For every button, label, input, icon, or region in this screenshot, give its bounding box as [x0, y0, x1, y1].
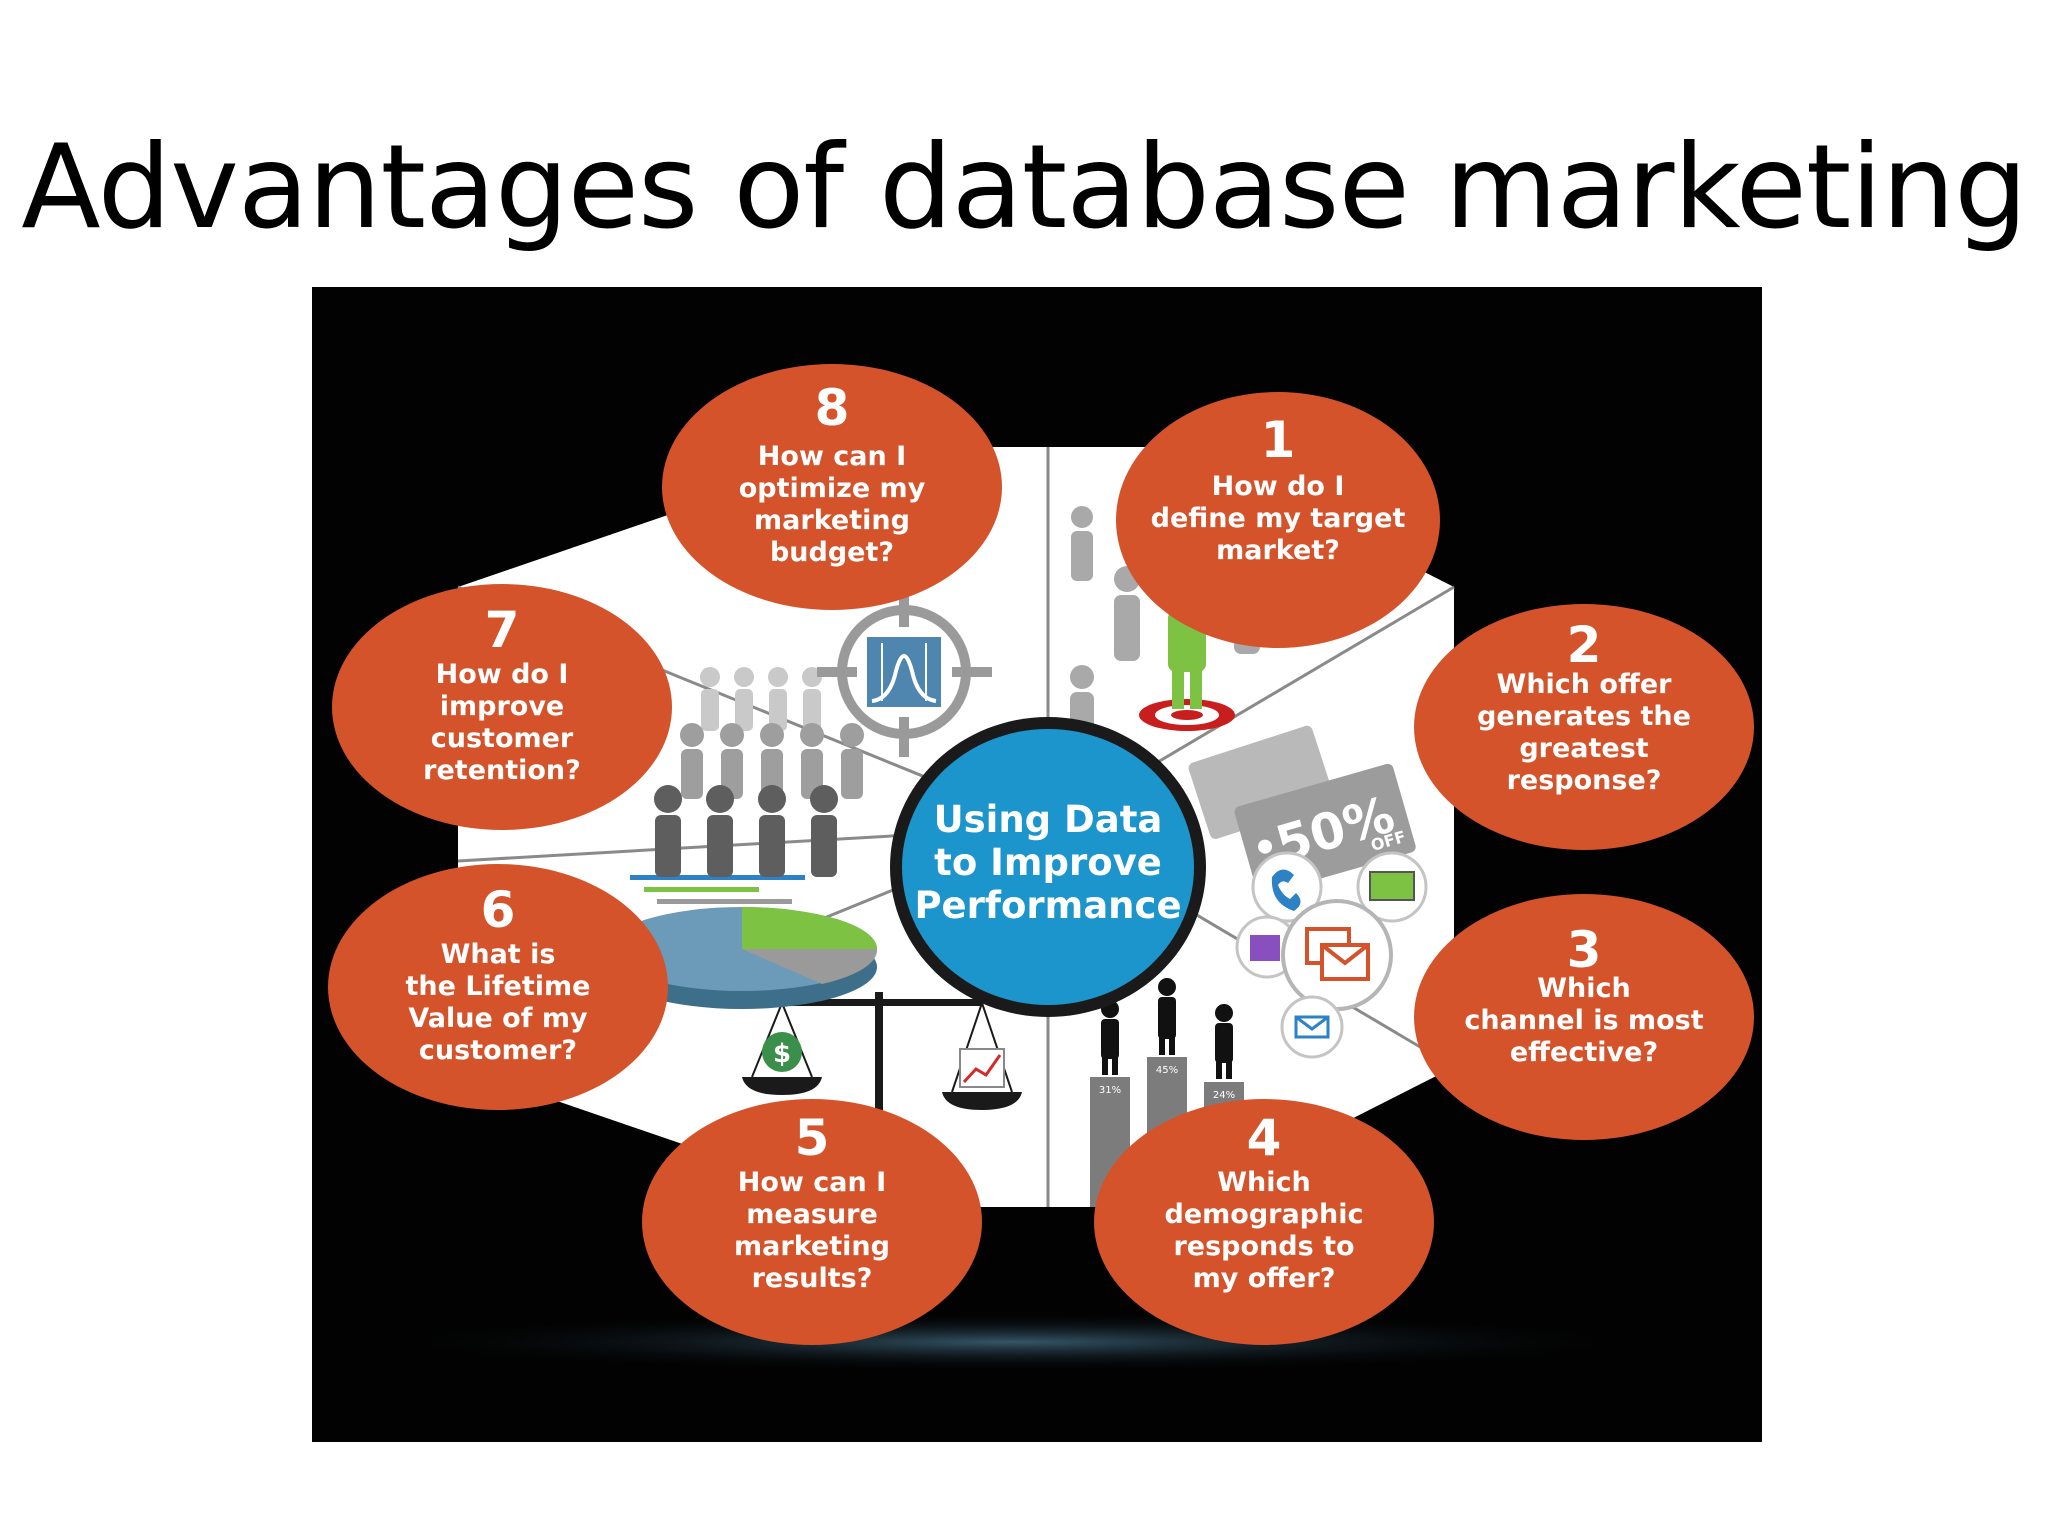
floor-glow	[372, 1312, 1652, 1372]
question-5-line-4: results?	[752, 1263, 873, 1294]
question-7-line-2: improve	[440, 691, 565, 722]
channel-icons	[1235, 851, 1428, 1059]
question-7-line-4: retention?	[423, 755, 581, 786]
question-1-number: 1	[1261, 411, 1296, 469]
question-1-line-3: market?	[1216, 535, 1340, 566]
question-7-line-3: customer	[431, 723, 574, 754]
question-8-number: 8	[815, 379, 850, 437]
question-bubble-4: 4 Which demographic responds to my offer…	[1094, 1099, 1434, 1345]
question-4-line-3: responds to	[1173, 1231, 1354, 1262]
question-2-number: 2	[1567, 616, 1602, 674]
slide-title: Advantages of database marketing	[21, 120, 2027, 255]
bar-label-3: 24%	[1213, 1090, 1235, 1101]
question-bubble-1: 1 How do I define my target market?	[1116, 392, 1440, 648]
crowd-icon	[654, 667, 864, 877]
question-8-line-2: optimize my	[739, 473, 926, 504]
scale-icon: $	[742, 992, 1022, 1185]
question-3-number: 3	[1567, 921, 1602, 979]
target-icon	[1139, 699, 1235, 731]
question-5-line-1: How can I	[738, 1167, 886, 1198]
question-bubble-8: 8 How can I optimize my marketing budget…	[662, 364, 1002, 610]
bar-label-2: 45%	[1156, 1065, 1178, 1076]
question-bubble-3: 3 Which channel is most effective?	[1414, 894, 1754, 1140]
hub-line-2: to Improve	[934, 841, 1162, 884]
question-7-line-1: How do I	[436, 659, 569, 690]
question-8-line-1: How can I	[758, 441, 906, 472]
infographic: 50% OFF 31% 45% 24%	[312, 287, 1762, 1442]
question-2-line-4: response?	[1507, 765, 1662, 796]
demographic-people-icon	[1101, 978, 1233, 1079]
center-hub: Using Data to Improve Performance	[890, 717, 1206, 1017]
question-3-line-2: channel is most	[1464, 1005, 1703, 1036]
hub-line-1: Using Data	[934, 798, 1163, 841]
question-4-number: 4	[1247, 1109, 1282, 1167]
question-2-line-1: Which offer	[1497, 669, 1673, 700]
question-4-line-1: Which	[1217, 1167, 1311, 1198]
pie-chart-icon	[607, 875, 878, 1009]
question-5-line-3: marketing	[734, 1231, 890, 1262]
question-bubble-7: 7 How do I improve customer retention?	[332, 584, 672, 830]
question-1-line-1: How do I	[1212, 471, 1345, 502]
question-4-line-4: my offer?	[1193, 1263, 1336, 1294]
question-3-line-3: effective?	[1510, 1037, 1658, 1068]
question-6-number: 6	[481, 881, 516, 939]
question-bubble-5: 5 How can I measure marketing results?	[642, 1099, 982, 1345]
hub-line-3: Performance	[914, 884, 1181, 927]
question-2-line-2: generates the	[1477, 701, 1691, 732]
crosshair-icon	[817, 587, 992, 757]
question-1-line-2: define my target	[1151, 503, 1406, 534]
svg-text:$: $	[773, 1039, 791, 1069]
question-8-line-3: marketing	[754, 505, 910, 536]
bar-label-1: 31%	[1099, 1085, 1121, 1096]
question-5-line-2: measure	[746, 1199, 878, 1230]
question-bubble-2: 2 Which offer generates the greatest res…	[1414, 604, 1754, 850]
question-6-line-4: customer?	[419, 1035, 577, 1066]
question-bubble-6: 6 What is the Lifetime Value of my custo…	[328, 864, 668, 1110]
question-4-line-2: demographic	[1165, 1199, 1364, 1230]
question-7-number: 7	[485, 601, 520, 659]
question-6-line-3: Value of my	[408, 1003, 588, 1034]
question-5-number: 5	[795, 1109, 830, 1167]
question-2-line-3: greatest	[1519, 733, 1648, 764]
question-6-line-1: What is	[441, 939, 556, 970]
question-6-line-2: the Lifetime	[406, 971, 591, 1002]
question-8-line-4: budget?	[770, 537, 894, 568]
question-3-line-1: Which	[1537, 973, 1631, 1004]
